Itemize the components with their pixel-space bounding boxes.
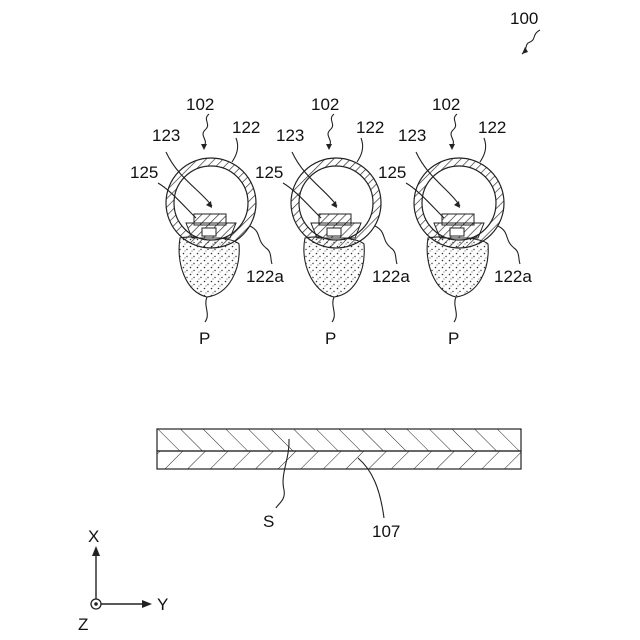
chip-3 bbox=[442, 214, 474, 225]
label-102-3: 102 bbox=[432, 95, 460, 114]
label-122-2: 122 bbox=[356, 118, 384, 137]
label-122a-3: 122a bbox=[494, 267, 532, 286]
label-122a-1: 122a bbox=[246, 267, 284, 286]
figure-ref-arrowhead bbox=[522, 47, 528, 54]
leader-122a-3 bbox=[498, 226, 520, 264]
axis-y-arrowhead bbox=[142, 600, 152, 608]
axis-z-label: Z bbox=[78, 615, 88, 634]
arrowhead-102-1 bbox=[201, 144, 207, 150]
leader-122a-2 bbox=[375, 226, 397, 264]
label-P-1: P bbox=[199, 329, 210, 348]
leader-122-3 bbox=[480, 138, 486, 162]
emitter-unit-1: 102 122 123 125 122a P bbox=[130, 95, 284, 348]
substrate-lower-layer bbox=[157, 451, 521, 469]
label-P-2: P bbox=[325, 329, 336, 348]
label-122-1: 122 bbox=[232, 118, 260, 137]
leader-102-3 bbox=[451, 114, 457, 146]
figure-ref-label: 100 bbox=[510, 9, 538, 28]
die-3 bbox=[450, 228, 464, 236]
label-107: 107 bbox=[372, 522, 400, 541]
substrate: S 107 bbox=[157, 429, 521, 541]
label-122a-2: 122a bbox=[372, 267, 410, 286]
leader-102-2 bbox=[328, 114, 334, 146]
arrowhead-102-2 bbox=[326, 144, 332, 150]
label-123-2: 123 bbox=[276, 126, 304, 145]
axis-y-label: Y bbox=[157, 595, 168, 614]
chip-2 bbox=[319, 214, 351, 225]
substrate-upper-layer bbox=[157, 429, 521, 451]
label-P-3: P bbox=[448, 329, 459, 348]
arrowhead-102-3 bbox=[449, 144, 455, 150]
label-S: S bbox=[263, 512, 274, 531]
axis-x-label: X bbox=[88, 527, 99, 546]
label-122-3: 122 bbox=[478, 118, 506, 137]
leader-122-1 bbox=[232, 138, 238, 162]
leader-122a-1 bbox=[250, 226, 272, 264]
coordinate-axes: X Y Z bbox=[78, 527, 168, 634]
emitter-unit-3: 102 122 123 125 122a P bbox=[378, 95, 532, 348]
leader-P-3 bbox=[454, 297, 456, 322]
label-125-2: 125 bbox=[255, 163, 283, 182]
label-125-1: 125 bbox=[130, 163, 158, 182]
leader-P-2 bbox=[332, 297, 334, 322]
label-125-3: 125 bbox=[378, 163, 406, 182]
die-1 bbox=[202, 228, 216, 236]
label-123-1: 123 bbox=[152, 126, 180, 145]
emitter-unit-2: 102 122 123 125 122a P bbox=[255, 95, 410, 348]
leader-122-2 bbox=[357, 138, 363, 162]
label-123-3: 123 bbox=[398, 126, 426, 145]
label-102-2: 102 bbox=[311, 95, 339, 114]
leader-P-1 bbox=[205, 297, 207, 322]
axis-x-arrowhead bbox=[92, 546, 100, 556]
axis-z-dot bbox=[94, 602, 98, 606]
leader-102-1 bbox=[203, 114, 209, 146]
chip-1 bbox=[194, 214, 226, 225]
label-102-1: 102 bbox=[186, 95, 214, 114]
die-2 bbox=[327, 228, 341, 236]
